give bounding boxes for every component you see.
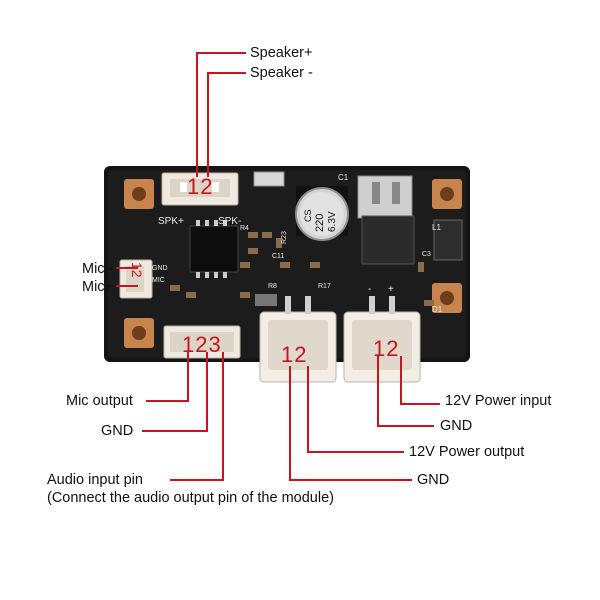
silk-d1: D1: [432, 305, 443, 314]
power-input-label: 12V Power input: [445, 393, 552, 409]
power-output-pin-numbers: 12: [281, 342, 308, 367]
power-input-pin-numbers: 12: [373, 336, 400, 361]
silk-r4: R4: [240, 225, 249, 232]
audio-input-note-label: (Connect the audio output pin of the mod…: [47, 490, 334, 506]
amplifier-ic: [189, 220, 239, 278]
mic-plus-label: Mic+: [82, 279, 114, 295]
silk-spk-plus: SPK+: [158, 216, 184, 227]
leader-lines: [116, 52, 440, 481]
capacitor: CS 220 6.3V: [295, 186, 349, 241]
silk-plus: +: [388, 284, 394, 295]
audio-connector: [163, 325, 241, 359]
silk-c3: C3: [422, 251, 431, 258]
mic-output-label: Mic output: [66, 393, 133, 409]
speaker-plus-label: Speaker+: [250, 45, 313, 61]
speaker-minus-label: Speaker -: [250, 65, 313, 81]
silk-r17: R17: [318, 283, 331, 290]
speaker-connector: [161, 172, 239, 206]
silk-r23: R23: [281, 231, 288, 244]
audio-pin-numbers: 123: [182, 332, 222, 357]
gnd-power-output-label: GND: [417, 472, 450, 488]
silk-c1: C1: [338, 173, 349, 182]
mic-pin-numbers: 12: [129, 262, 145, 278]
speaker-pin-numbers: 12: [187, 174, 214, 199]
mounting-holes: [124, 179, 462, 348]
power-output-label: 12V Power output: [409, 444, 525, 460]
silk-minus: -: [368, 284, 371, 295]
silk-r8: R8: [268, 283, 277, 290]
silk-spk-minus: SPK-: [218, 216, 241, 227]
cap-value-label: 220: [314, 214, 326, 232]
silk-c11: C11: [272, 253, 284, 260]
silk-l1: L1: [432, 223, 441, 232]
audio-input-pin-label: Audio input pin: [47, 472, 143, 488]
regulator-chip: [357, 175, 415, 265]
silk-mic: MIC: [152, 277, 165, 284]
gnd-power-input-label: GND: [440, 418, 473, 434]
cap-voltage-label: 6.3V: [327, 211, 338, 232]
mic-minus-label: Mic -: [82, 261, 114, 277]
cap-brand-label: CS: [303, 209, 313, 222]
silk-gnd: GND: [152, 265, 168, 272]
power-output-connector: [259, 296, 337, 383]
gnd-left-label: GND: [101, 423, 134, 439]
